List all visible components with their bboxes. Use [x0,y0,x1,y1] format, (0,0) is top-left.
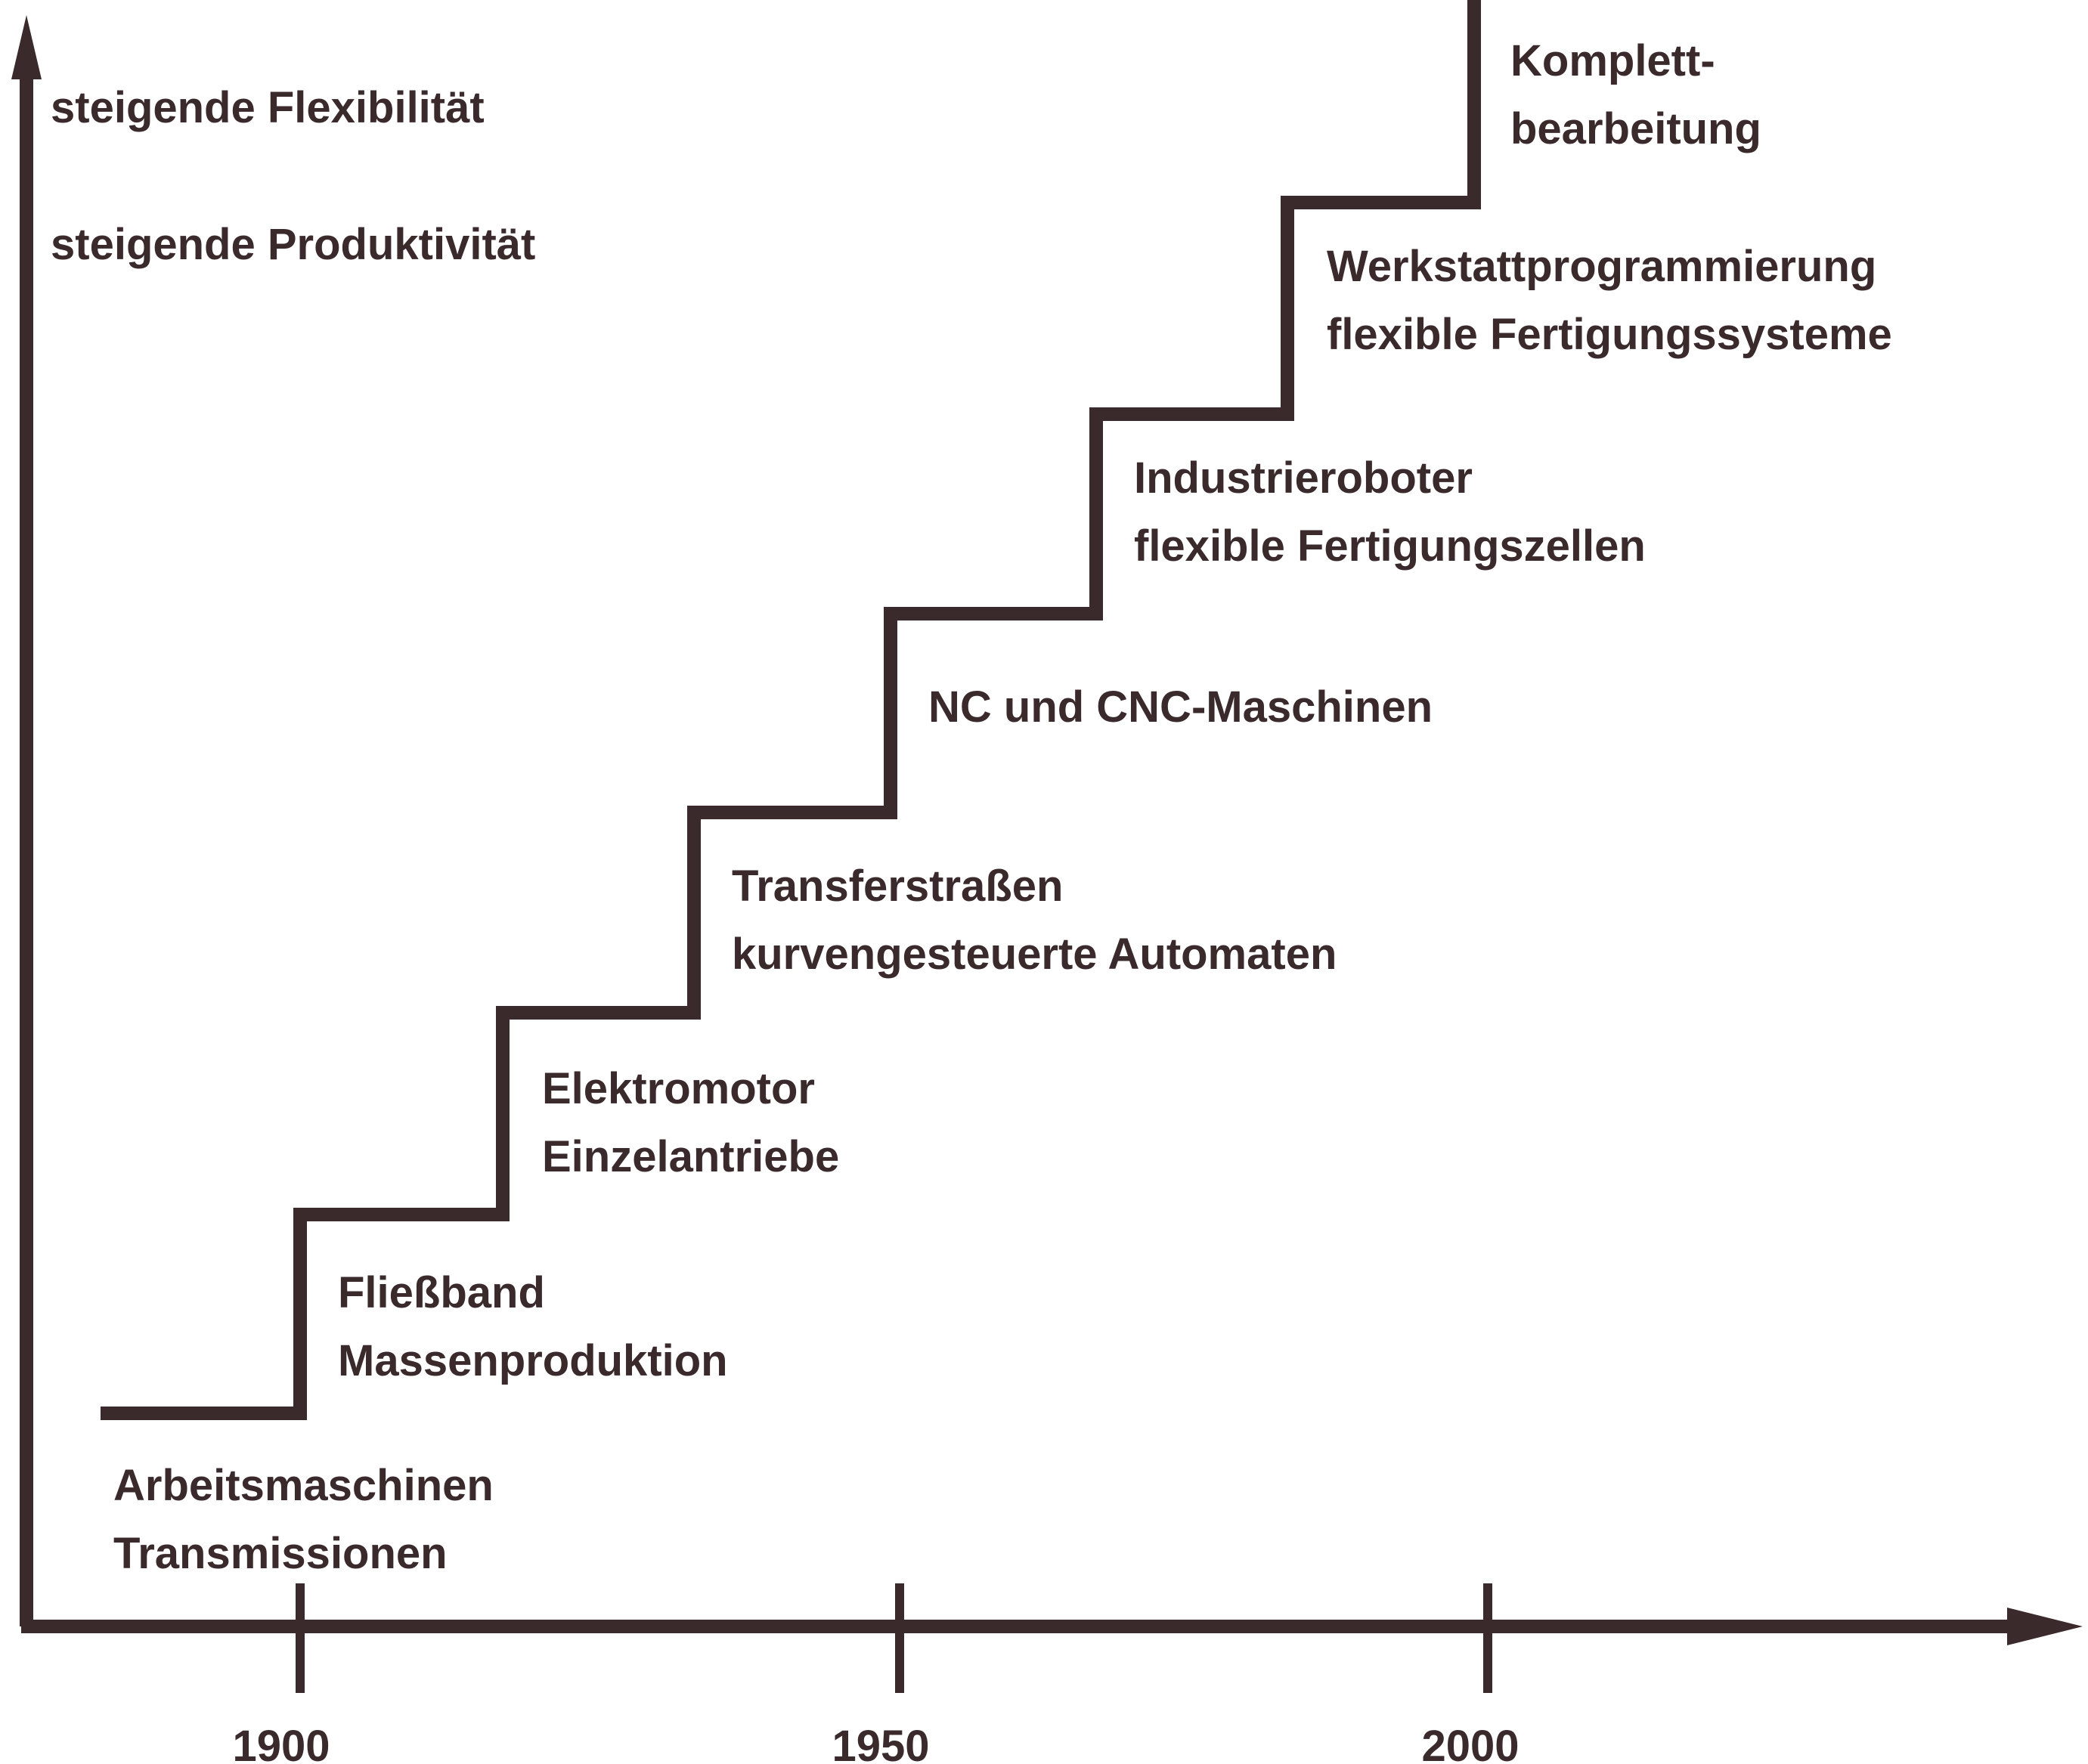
staircase-line [101,0,1481,1420]
step-7-label-line2: flexible Fertigungssysteme [1327,310,1892,359]
step-6-label-line2: flexible Fertigungszellen [1134,521,1646,571]
x-axis-arrowhead [2007,1608,2083,1645]
x-tick-label-2000: 2000 [1421,1722,1519,1764]
step-1-label-line1: Arbeitsmaschinen [113,1461,494,1510]
x-tick-label-1950: 1950 [832,1722,929,1764]
x-tick-label-1900: 1900 [232,1722,330,1764]
step-7-label-line1: Werkstattprogrammierung [1327,242,1876,291]
y-axis-label-productivity: steigende Produktivität [51,220,535,269]
step-4-label-line1: Transferstraßen [732,862,1063,911]
step-4-label-line2: kurvengesteuerte Automaten [732,930,1337,979]
step-8-label-line2: bearbeitung [1510,104,1761,153]
step-1-label-line2: Transmissionen [113,1529,448,1578]
step-3-label-line1: Elektromotor [542,1064,815,1113]
step-2-label-line1: Fließband [338,1268,545,1317]
step-2-label-line2: Massenproduktion [338,1336,728,1385]
y-axis-label-flexibility: steigende Flexibilität [51,83,485,132]
step-6-label-line1: Industrieroboter [1134,453,1473,503]
y-axis-arrowhead [11,15,42,79]
step-5-label-line1: NC und CNC-Maschinen [928,682,1433,732]
step-8-label-line1: Komplett- [1510,36,1715,85]
step-3-label-line2: Einzelantriebe [542,1132,839,1181]
